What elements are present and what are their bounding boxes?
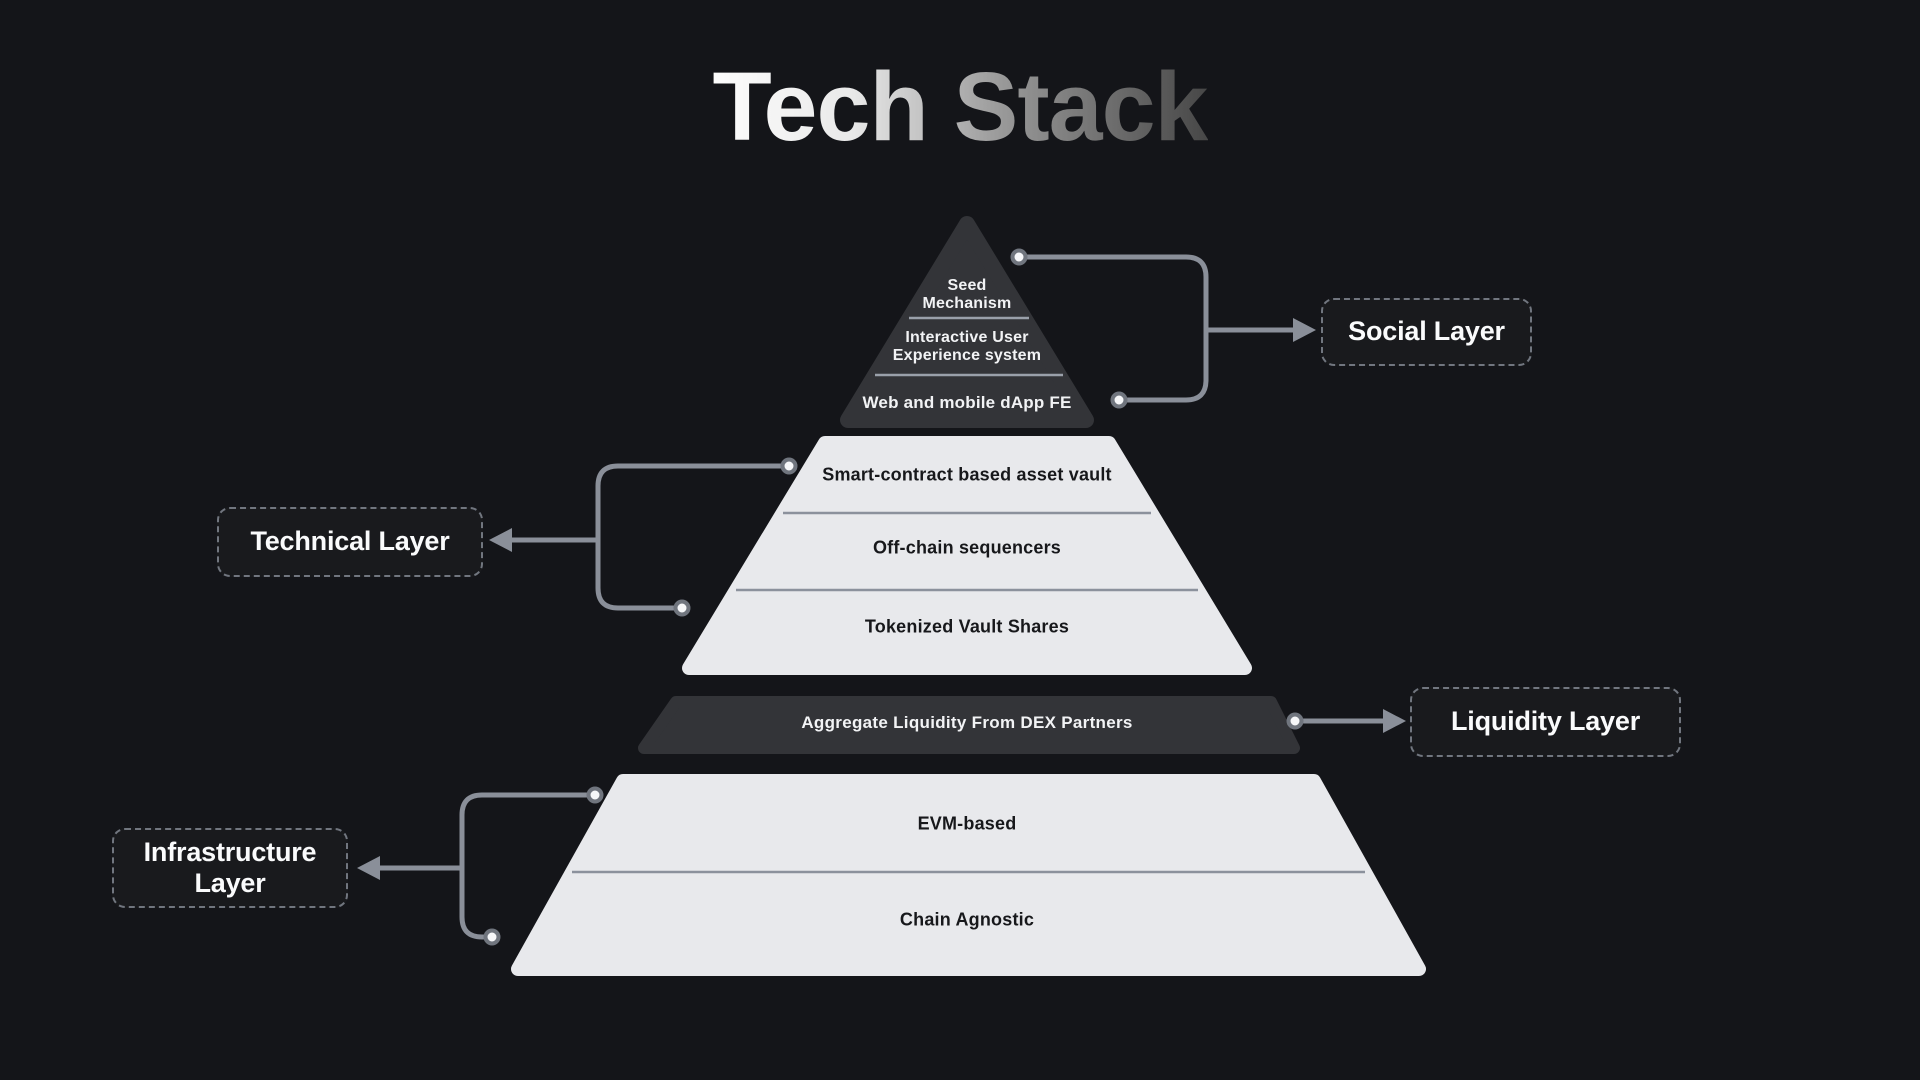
liquidity-layer-band (638, 696, 1300, 754)
technical-item-tokenized: Tokenized Vault Shares (864, 616, 1070, 637)
liquidity-dot-icon (1286, 712, 1304, 730)
infrastructure-item-chain-agnostic: Chain Agnostic (899, 909, 1035, 930)
liquidity-item-aggregate: Aggregate Liquidity From DEX Partners (801, 713, 1133, 732)
technical-item-offchain: Off-chain sequencers (872, 537, 1062, 558)
technical-item-smart-contract: Smart-contract based asset vault (822, 464, 1112, 485)
social-item-web-mobile-dapp: Web and mobile dApp FE (862, 393, 1072, 412)
title-container: Tech Stack (0, 58, 1920, 155)
infrastructure-arrowhead-icon (357, 856, 380, 880)
infrastructure-item-evm: EVM-based (917, 813, 1017, 834)
callout-social-layer: Social Layer (1321, 298, 1532, 366)
social-dot-bottom-icon (1110, 391, 1128, 409)
liquidity-arrowhead-icon (1383, 709, 1406, 733)
callout-liquidity-layer: Liquidity Layer (1410, 687, 1681, 757)
social-dot-top-icon (1010, 248, 1028, 266)
callout-infrastructure-layer: Infrastructure Layer (112, 828, 348, 908)
technical-connector-bracket (595, 463, 792, 611)
social-item-interactive-user: Interactive User Experience system (892, 329, 1042, 364)
technical-dot-bottom-icon (673, 599, 691, 617)
social-arrowhead-icon (1293, 318, 1316, 342)
technical-layer-trapezoid (682, 436, 1252, 675)
callout-technical-layer: Technical Layer (217, 507, 483, 577)
social-layer-triangle (840, 216, 1094, 428)
infrastructure-layer-trapezoid (511, 774, 1426, 976)
social-item-seed-mechanism: Seed Mechanism (922, 277, 1012, 312)
technical-arrowhead-icon (489, 528, 512, 552)
infrastructure-dot-bottom-icon (483, 928, 501, 946)
page-title: Tech Stack (712, 52, 1209, 161)
infrastructure-dot-top-icon (586, 786, 604, 804)
technical-dot-top-icon (780, 457, 798, 475)
